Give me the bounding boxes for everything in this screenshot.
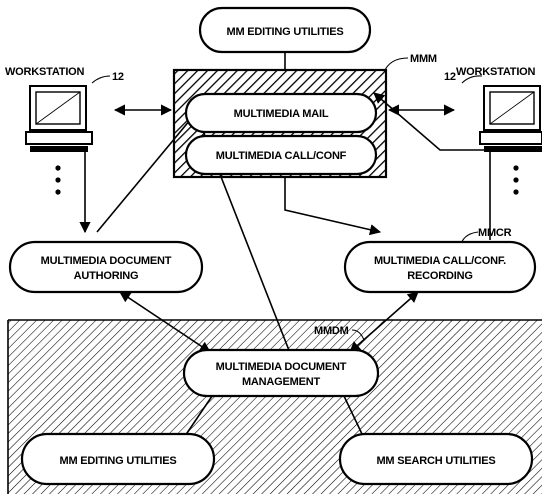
mmdm-reference: MMDM [314,325,349,337]
node-label: MM EDITING UTILITIES [60,455,177,467]
node-document-authoring: MULTIMEDIA DOCUMENT AUTHORING [8,240,204,294]
workstation-right-icon [479,85,542,195]
node-document-management: MULTIMEDIA DOCUMENT MANAGEMENT [182,348,380,398]
node-multimedia-mail: MULTIMEDIA MAIL [184,92,378,134]
mmdm-leader [351,329,365,341]
connector-authoring-management [119,291,211,353]
workstation-left-icon [25,85,93,195]
connector-recording-to-mail [373,92,491,240]
connector-callconf-to-recording [284,177,382,236]
node-label-line1: MULTIMEDIA DOCUMENT [216,361,347,373]
node-mm-editing-utilities-bottom: MM EDITING UTILITIES [20,432,216,486]
node-label-line2: MANAGEMENT [242,376,321,388]
ref-12-left-leader [91,75,111,84]
ref-12-left: 12 [112,71,124,83]
ref-12-right: 12 [444,71,456,83]
node-label-line1: MULTIMEDIA DOCUMENT [41,255,172,267]
node-callconf-recording: MULTIMEDIA CALL/CONF. RECORDING [343,240,537,294]
mmm-leader [383,57,409,73]
workstation-right-label: WORKSTATION [456,66,536,78]
node-label-line1: MULTIMEDIA CALL/CONF. [374,255,506,267]
mmcr-reference: MMCR [478,227,512,239]
node-label: MULTIMEDIA CALL/CONF [216,150,347,162]
connector-mail-to-authoring [96,107,201,233]
connector-recording-management [349,291,419,353]
node-mm-editing-utilities-top: MM EDITING UTILITIES [198,6,372,54]
node-label: MULTIMEDIA MAIL [234,108,329,120]
node-label: MM EDITING UTILITIES [227,26,344,38]
node-label-line2: RECORDING [407,270,472,282]
node-label: MM SEARCH UTILITIES [376,455,495,467]
node-multimedia-callconf: MULTIMEDIA CALL/CONF [184,134,378,176]
node-mm-search-utilities: MM SEARCH UTILITIES [338,432,534,486]
workstation-left-label: WORKSTATION [5,66,85,78]
mmm-reference: MMM [410,53,437,65]
node-label-line2: AUTHORING [74,270,139,282]
ref-12-right-leader [461,75,483,84]
